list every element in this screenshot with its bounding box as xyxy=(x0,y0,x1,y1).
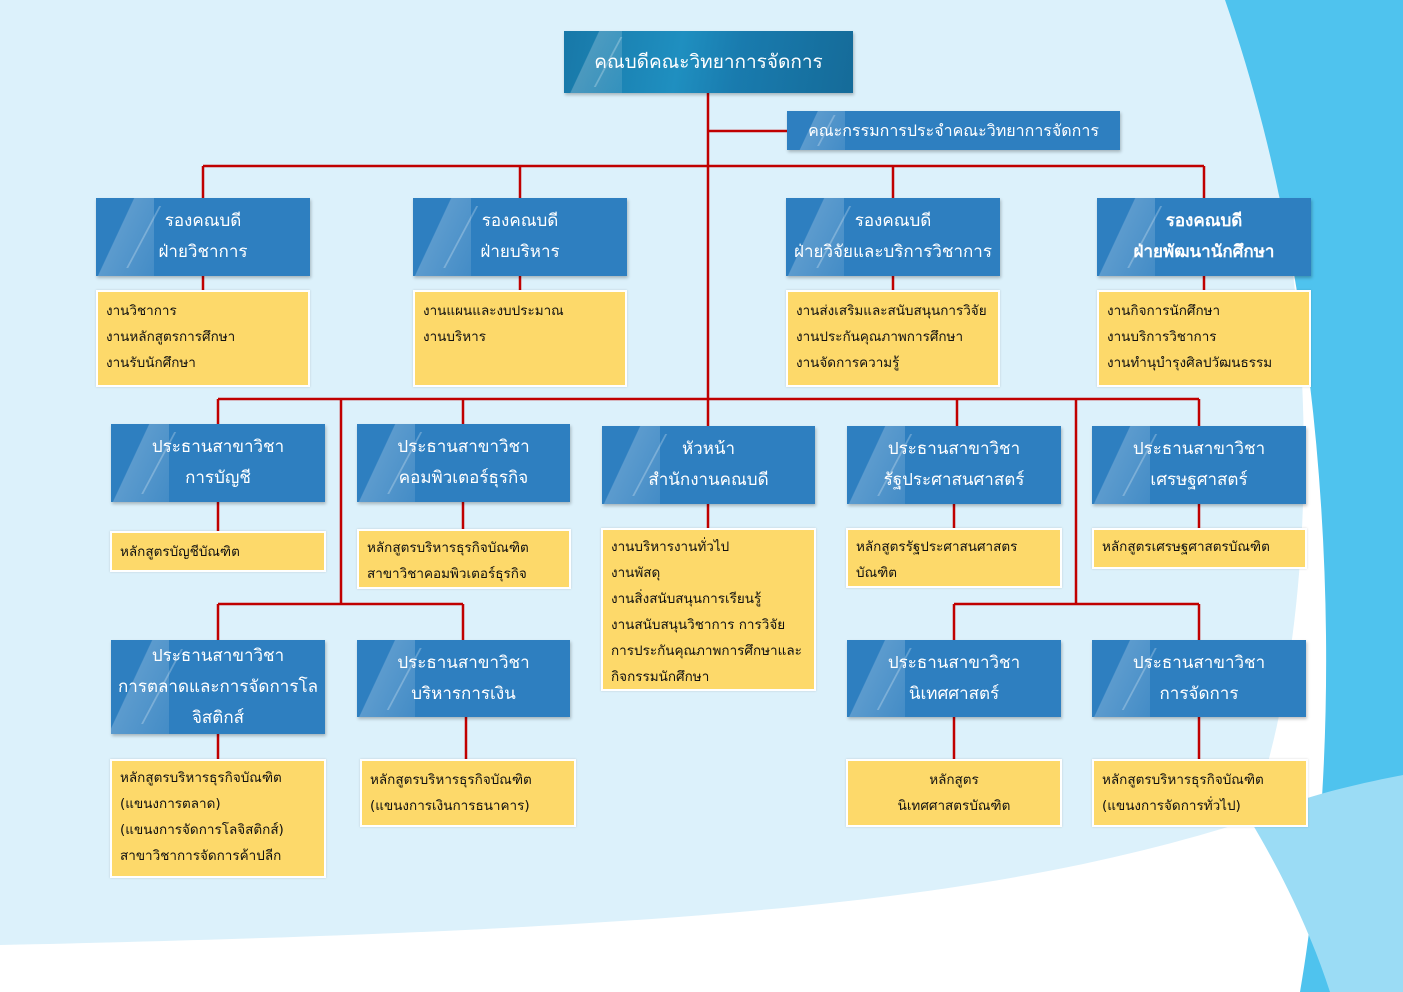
chair-title: ประธานสาขาวิชา xyxy=(151,645,285,666)
task-item: หลักสูตร xyxy=(929,772,979,788)
dean-title: คณบดีคณะวิทยาการจัดการ xyxy=(594,50,823,73)
task-item: (แขนงการตลาด) xyxy=(120,796,221,812)
task-item: งานบริหาร xyxy=(423,329,486,345)
task-item: สาขาวิชาการจัดการค้าปลีก xyxy=(120,848,282,864)
chair-management-tasks: หลักสูตรบริหารธุรกิจบัณฑิต (แขนงการจัดกา… xyxy=(1092,759,1308,827)
chair-program: นิเทศศาสตร์ xyxy=(908,683,1000,704)
task-item: งานแผนและงบประมาณ xyxy=(423,303,564,319)
task-item: สาขาวิชาคอมพิวเตอร์ธุรกิจ xyxy=(367,566,527,582)
chair-finance-tasks: หลักสูตรบริหารธุรกิจบัณฑิต (แขนงการเงินก… xyxy=(360,759,576,827)
chair-economics-tasks: หลักสูตรเศรษฐศาสตรบัณฑิต xyxy=(1092,528,1307,569)
task-item: หลักสูตรรัฐประศาสนศาสตร xyxy=(856,539,1018,555)
chair-program: การตลาดและการจัดการโล xyxy=(117,676,318,697)
chair-title: ประธานสาขาวิชา xyxy=(397,437,530,457)
vice-dean-division: ฝ่ายพัฒนานักศึกษา xyxy=(1133,242,1275,262)
chair-accounting-tasks: หลักสูตรบัญชีบัณฑิต xyxy=(110,531,326,572)
vice-dean-student-tasks: งานกิจการนักศึกษา งานบริการวิชาการ งานทำ… xyxy=(1097,290,1311,387)
task-item: กิจกรรมนักศึกษา xyxy=(611,669,710,685)
chair-title: ประธานสาขาวิชา xyxy=(887,439,1021,459)
task-item: งานสิ่งสนับสนุนการเรียนรู้ xyxy=(611,591,762,607)
task-item: งานสนับสนุนวิชาการ การวิจัย xyxy=(611,617,786,633)
vice-dean-title: รองคณบดี xyxy=(164,211,242,231)
chair-public-admin-tasks: หลักสูตรรัฐประศาสนศาสตร บัณฑิต xyxy=(846,528,1062,588)
chair-title: ประธานสาขาวิชา xyxy=(397,652,530,673)
task-item: งานส่งเสริมและสนับสนุนการวิจัย xyxy=(796,303,987,319)
committee-title: คณะกรรมการประจำคณะวิทยาการจัดการ xyxy=(808,121,1099,140)
task-item: หลักสูตรบริหารธุรกิจบัณฑิต xyxy=(1102,772,1264,788)
chair-public-admin-box: ประธานสาขาวิชา รัฐประศาสนศาสตร์ xyxy=(847,426,1061,504)
task-item: งานบริการวิชาการ xyxy=(1107,329,1217,345)
chair-communication-arts-tasks: หลักสูตร นิเทศศาสตรบัณฑิต xyxy=(846,759,1062,827)
chair-program: รัฐประศาสนศาสตร์ xyxy=(883,470,1025,490)
task-item: หลักสูตรบัญชีบัณฑิต xyxy=(120,544,240,560)
vice-dean-admin-tasks: งานแผนและงบประมาณ งานบริหาร xyxy=(413,290,627,387)
vice-dean-academic-box: รองคณบดี ฝ่ายวิชาการ xyxy=(96,198,310,276)
chair-program: บริหารการเงิน xyxy=(411,683,516,704)
chair-marketing-logistics-tasks: หลักสูตรบริหารธุรกิจบัณฑิต (แขนงการตลาด)… xyxy=(110,759,326,878)
office-head-title: หัวหน้า xyxy=(681,439,736,459)
task-item: (แขนงการจัดการโลจิสติกส์) xyxy=(120,822,284,838)
task-item: นิเทศศาสตรบัณฑิต xyxy=(897,798,1011,814)
chair-program: เศรษฐศาสตร์ xyxy=(1150,470,1248,490)
task-item: งานวิชาการ xyxy=(106,303,177,319)
dean-office-tasks: งานบริหารงานทั่วไป งานพัสดุ งานสิ่งสนับส… xyxy=(601,528,816,691)
task-item: บัณฑิต xyxy=(856,565,898,581)
task-item: การประกันคุณภาพการศึกษาและ xyxy=(611,643,802,659)
task-item: หลักสูตรบริหารธุรกิจบัณฑิต xyxy=(367,540,529,556)
chair-accounting-box: ประธานสาขาวิชา การบัญชี xyxy=(111,424,325,502)
vice-dean-title: รองคณบดี xyxy=(481,211,559,231)
task-item: หลักสูตรเศรษฐศาสตรบัณฑิต xyxy=(1102,539,1270,555)
task-item: หลักสูตรบริหารธุรกิจบัณฑิต xyxy=(370,772,532,788)
chair-management-box: ประธานสาขาวิชา การจัดการ xyxy=(1092,640,1306,717)
vice-dean-title: รองคณบดี xyxy=(1165,211,1243,231)
task-item: งานหลักสูตรการศึกษา xyxy=(106,329,236,345)
task-item: งานจัดการความรู้ xyxy=(796,355,900,371)
task-item: งานรับนักศึกษา xyxy=(106,355,196,371)
task-item: งานพัสดุ xyxy=(611,565,661,581)
vice-dean-academic-tasks: งานวิชาการ งานหลักสูตรการศึกษา งานรับนัก… xyxy=(96,290,310,387)
chair-program: การจัดการ xyxy=(1159,683,1239,704)
chair-title: ประธานสาขาวิชา xyxy=(1132,652,1266,673)
chair-business-computer-tasks: หลักสูตรบริหารธุรกิจบัณฑิต สาขาวิชาคอมพิ… xyxy=(357,529,571,589)
vice-dean-admin-box: รองคณบดี ฝ่ายบริหาร xyxy=(413,198,627,276)
vice-dean-division: ฝ่ายบริหาร xyxy=(480,242,560,262)
vice-dean-research-tasks: งานส่งเสริมและสนับสนุนการวิจัย งานประกัน… xyxy=(786,290,1000,387)
task-item: (แขนงการจัดการทั่วไป) xyxy=(1102,798,1241,814)
dean-office-head-box: หัวหน้า สำนักงานคณบดี xyxy=(602,426,815,504)
chair-economics-box: ประธานสาขาวิชา เศรษฐศาสตร์ xyxy=(1092,426,1306,504)
office-name: สำนักงานคณบดี xyxy=(648,470,769,490)
chair-title: ประธานสาขาวิชา xyxy=(151,437,285,457)
task-item: (แขนงการเงินการธนาคาร) xyxy=(370,798,530,814)
chair-program: คอมพิวเตอร์ธุรกิจ xyxy=(398,468,529,488)
task-item: งานกิจการนักศึกษา xyxy=(1107,303,1221,319)
task-item: งานบริหารงานทั่วไป xyxy=(611,539,730,555)
chair-program: การบัญชี xyxy=(185,468,251,488)
chair-title: ประธานสาขาวิชา xyxy=(1132,439,1266,459)
vice-dean-division: ฝ่ายวิจัยและบริการวิชาการ xyxy=(794,242,992,262)
chair-business-computer-box: ประธานสาขาวิชา คอมพิวเตอร์ธุรกิจ xyxy=(357,424,570,502)
vice-dean-student-box: รองคณบดี ฝ่ายพัฒนานักศึกษา xyxy=(1097,198,1311,276)
dean-box: คณบดีคณะวิทยาการจัดการ xyxy=(564,31,853,93)
committee-box: คณะกรรมการประจำคณะวิทยาการจัดการ xyxy=(787,111,1120,150)
chair-marketing-logistics-box: ประธานสาขาวิชา การตลาดและการจัดการโล จิส… xyxy=(111,640,325,734)
vice-dean-research-box: รองคณบดี ฝ่ายวิจัยและบริการวิชาการ xyxy=(786,198,1000,276)
chair-communication-arts-box: ประธานสาขาวิชา นิเทศศาสตร์ xyxy=(847,640,1061,717)
chair-program-cont: จิสติกส์ xyxy=(191,707,245,728)
task-item: หลักสูตรบริหารธุรกิจบัณฑิต xyxy=(120,770,282,786)
vice-dean-title: รองคณบดี xyxy=(854,211,932,231)
chair-finance-box: ประธานสาขาวิชา บริหารการเงิน xyxy=(357,640,570,717)
vice-dean-division: ฝ่ายวิชาการ xyxy=(158,242,248,262)
task-item: งานประกันคุณภาพการศึกษา xyxy=(796,329,964,345)
chair-title: ประธานสาขาวิชา xyxy=(887,652,1021,673)
task-item: งานทำนุบำรุงศิลปวัฒนธรรม xyxy=(1107,355,1273,371)
